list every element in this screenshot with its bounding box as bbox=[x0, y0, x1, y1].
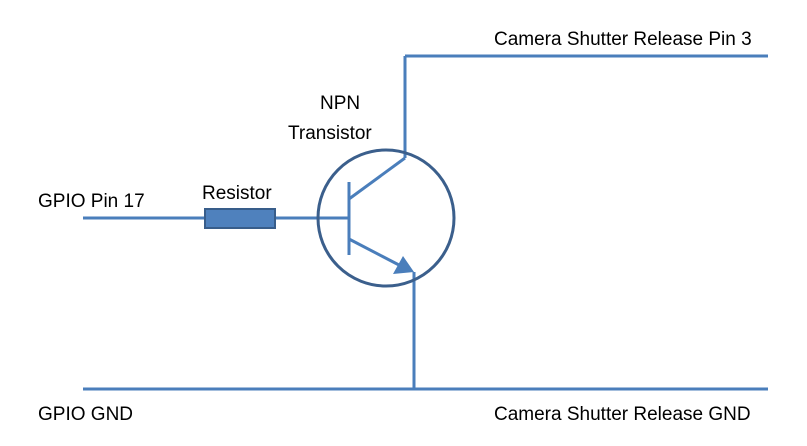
transistor-collector-lead bbox=[348, 156, 406, 201]
transistor-body-circle bbox=[316, 148, 456, 288]
gpio-pin-label: GPIO Pin 17 bbox=[38, 191, 145, 212]
transistor-emitter-lead bbox=[348, 237, 400, 267]
resistor-body bbox=[204, 208, 276, 229]
resistor-label: Resistor bbox=[202, 183, 272, 204]
gpio-gnd-label: GPIO GND bbox=[38, 404, 133, 425]
camera-gnd-label: Camera Shutter Release GND bbox=[494, 404, 751, 425]
transistor-label-line1: NPN bbox=[320, 93, 360, 114]
camera-pin-label: Camera Shutter Release Pin 3 bbox=[494, 29, 752, 50]
transistor-label-line2: Transistor bbox=[288, 123, 372, 144]
emitter-arrow-icon bbox=[393, 256, 414, 274]
